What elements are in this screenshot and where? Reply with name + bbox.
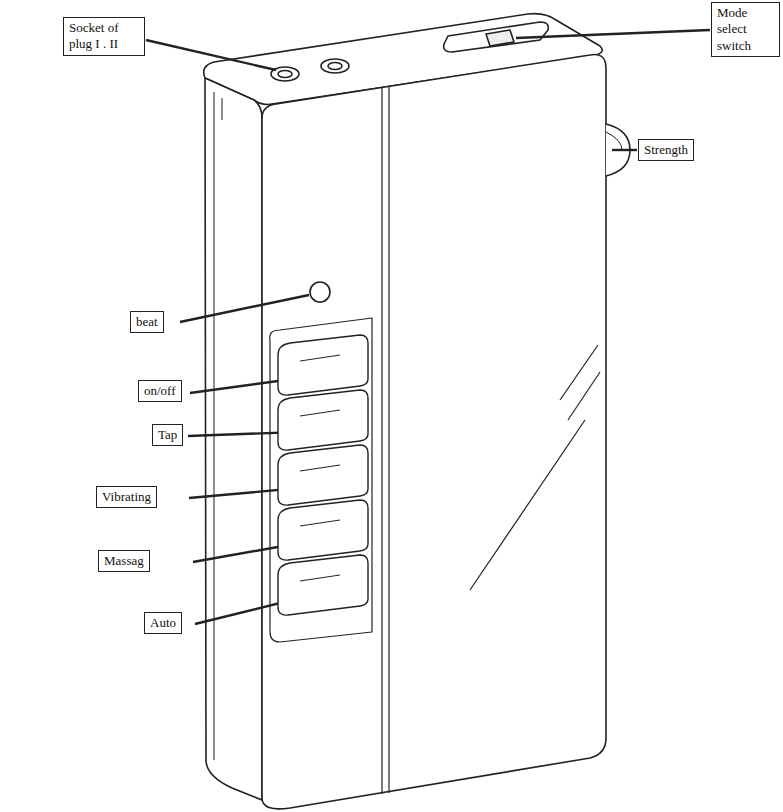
callout-box: beat — [130, 311, 164, 333]
callout-box: Vibrating — [96, 486, 157, 508]
callout-label: Tap — [158, 427, 177, 443]
mode-button — [278, 445, 368, 505]
mode-switch-knob — [486, 30, 514, 46]
mode-button — [278, 500, 368, 560]
strength-wheel-edge — [606, 132, 622, 150]
mode-button — [278, 390, 368, 450]
button-strip — [270, 318, 372, 642]
callout-box: Mode select switch — [711, 2, 780, 57]
leader-lines — [146, 30, 710, 624]
button-mark — [300, 465, 340, 471]
callout-label: Auto — [150, 615, 176, 631]
button-mark — [300, 520, 340, 526]
plug-socket-hole — [328, 63, 342, 70]
callout-label: Vibrating — [102, 489, 151, 505]
button-mark — [300, 410, 340, 416]
callout-label: Massag — [104, 553, 144, 569]
leader-line — [516, 30, 710, 38]
plug-socket-hole — [278, 71, 292, 78]
callout-box: Socket of plug I . II — [63, 17, 145, 56]
callout-label: beat — [136, 314, 158, 330]
button-mark — [300, 575, 340, 581]
side-edge — [214, 92, 215, 760]
device-front — [262, 55, 606, 809]
callout-box: Auto — [144, 612, 182, 634]
callout-label: Mode select switch — [717, 5, 774, 54]
callout-box: Massag — [98, 550, 150, 572]
callout-box: on/off — [138, 380, 182, 402]
callout-label: Strength — [644, 142, 688, 158]
callout-label: Socket of plug I . II — [69, 20, 139, 53]
buttons — [278, 335, 368, 615]
front-seam — [382, 87, 389, 794]
beat-lamp — [310, 282, 330, 302]
mode-button — [278, 555, 368, 615]
leader-line — [180, 295, 309, 322]
callout-label: on/off — [144, 383, 176, 399]
device-side — [205, 78, 262, 800]
mode-button — [278, 335, 368, 395]
callout-box: Strength — [638, 139, 694, 161]
shine-line — [470, 345, 600, 590]
side-mark — [222, 98, 223, 120]
leader-line — [146, 40, 276, 70]
button-mark — [300, 355, 340, 361]
leader-line — [612, 149, 637, 151]
callout-box: Tap — [152, 424, 183, 446]
plug-socket — [321, 59, 349, 73]
